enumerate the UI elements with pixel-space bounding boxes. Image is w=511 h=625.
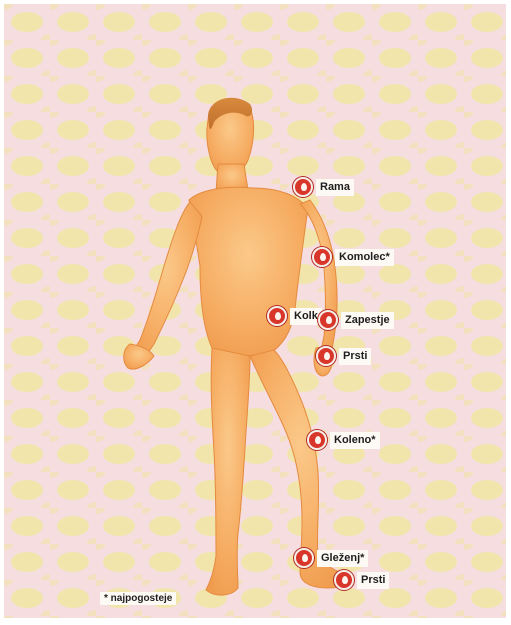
blood-drop-icon bbox=[312, 247, 332, 267]
joint-marker-rama: Rama bbox=[293, 177, 354, 197]
blood-drop-icon bbox=[267, 306, 287, 326]
joint-marker-kolk: Kolk bbox=[267, 306, 322, 326]
joint-marker-koleno: Koleno* bbox=[307, 430, 380, 450]
joint-marker-glezenj: Gleženj* bbox=[294, 548, 368, 568]
joint-marker-komolec: Komolec* bbox=[312, 247, 394, 267]
joint-label: Koleno* bbox=[330, 432, 380, 449]
joint-marker-prsti-roka: Prsti bbox=[316, 346, 371, 366]
background-and-figure bbox=[4, 4, 506, 618]
diagram-frame: Rama Komolec* Kolk Zapestje Prsti Koleno… bbox=[4, 4, 506, 618]
joint-label: Gleženj* bbox=[317, 550, 368, 567]
joint-marker-prsti-noga: Prsti bbox=[334, 570, 389, 590]
footnote: * najpogosteje bbox=[100, 592, 176, 605]
joint-label: Prsti bbox=[339, 348, 371, 365]
joint-label: Rama bbox=[316, 179, 354, 196]
joint-marker-zapestje: Zapestje bbox=[318, 310, 394, 330]
blood-drop-icon bbox=[307, 430, 327, 450]
blood-drop-icon bbox=[318, 310, 338, 330]
joint-label: Zapestje bbox=[341, 312, 394, 329]
joint-label: Komolec* bbox=[335, 249, 394, 266]
blood-drop-icon bbox=[294, 548, 314, 568]
blood-drop-icon bbox=[316, 346, 336, 366]
joint-label: Prsti bbox=[357, 572, 389, 589]
blood-drop-icon bbox=[334, 570, 354, 590]
blood-drop-icon bbox=[293, 177, 313, 197]
